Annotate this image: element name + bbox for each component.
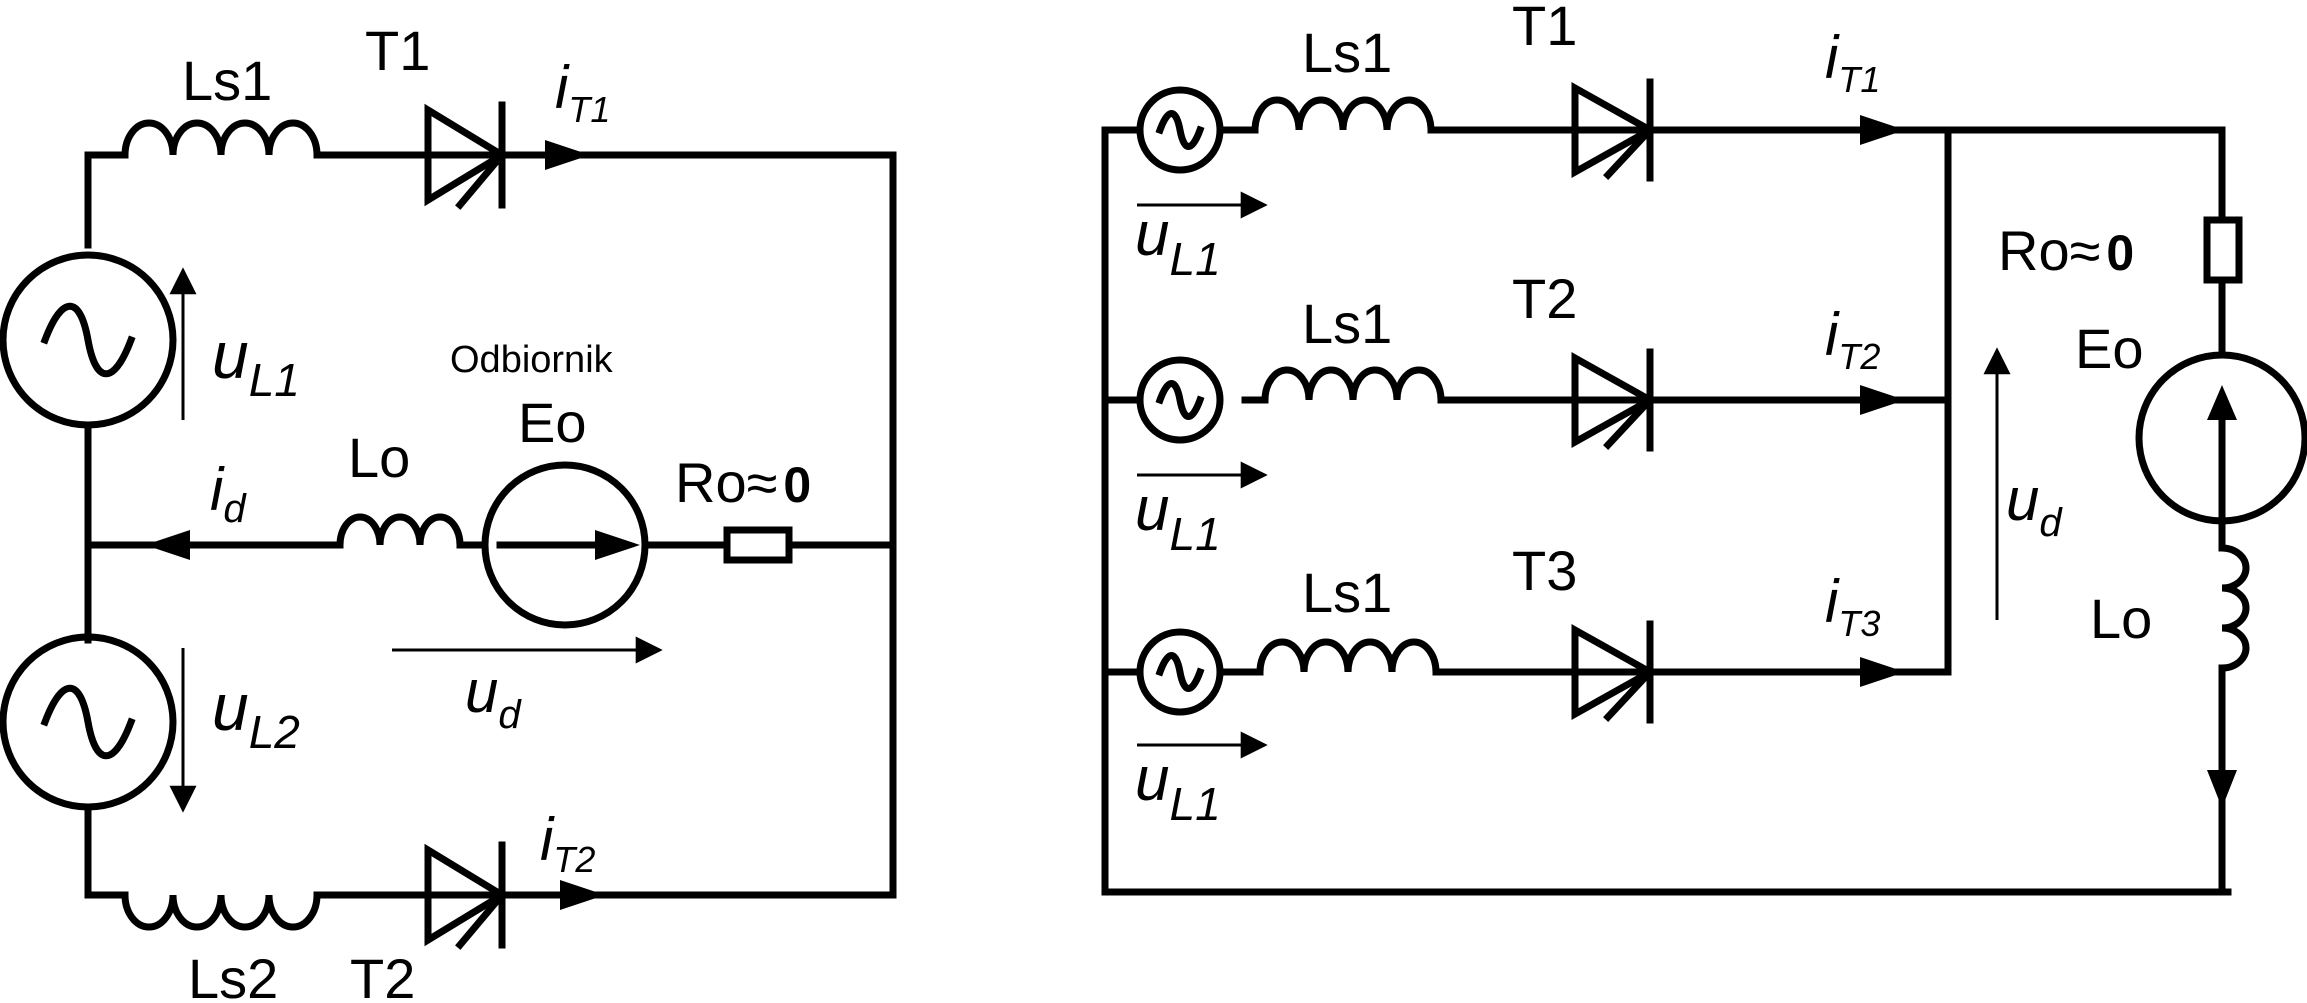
right-current-arrow-lo [2207, 770, 2237, 808]
left-label-id: id [210, 456, 247, 531]
right-circuit: Ls1 T1 iT1 uL1 Ls1 T2 iT2 uL1 Ls1 T3 iT3… [1101, 0, 2307, 896]
left-label-it1: iT1 [555, 54, 610, 130]
right-label-t-2: T2 [1512, 267, 1577, 330]
right-wire-load-top [1944, 126, 2226, 224]
right-label-lo: Lo [2090, 587, 2152, 650]
left-current-arrow-id [145, 530, 190, 560]
left-label-it2: iT2 [540, 806, 595, 880]
right-label-ud: ud [2006, 466, 2063, 545]
left-label-t2: T2 [350, 947, 415, 1003]
right-inductor-lo [2218, 544, 2250, 672]
left-label-ul1: uL1 [212, 318, 300, 406]
right-label-t-1: T1 [1512, 0, 1577, 57]
left-label-eo: Eo [518, 391, 587, 454]
right-label-ls-3: Ls1 [1302, 561, 1392, 624]
left-ac-source-ul1 [0, 251, 177, 429]
right-label-u-2: uL1 [1135, 475, 1221, 560]
right-current-arrow-1 [1860, 115, 1905, 145]
left-label-lo: Lo [348, 426, 410, 489]
left-source-eo [481, 461, 649, 629]
left-resistor-ro [723, 526, 793, 564]
right-wire-left-bus [1101, 126, 2232, 896]
left-wire-top-a [84, 151, 129, 249]
left-current-arrow-it1 [545, 140, 590, 170]
right-label-ls-2: Ls1 [1302, 292, 1392, 355]
right-thyristor-1 [1571, 78, 1658, 182]
right-resistor-ro [2203, 216, 2243, 284]
right-row-3 [1101, 620, 1952, 759]
right-current-arrow-2 [1860, 385, 1905, 415]
right-current-arrow-3 [1860, 657, 1905, 687]
left-label-ud: ud [465, 658, 522, 737]
right-ac-source-2 [1136, 356, 1224, 444]
right-label-i-3: iT3 [1825, 568, 1880, 644]
right-inductor-3 [1256, 638, 1440, 676]
right-label-u-1: uL1 [1135, 200, 1221, 285]
left-label-ls1: Ls1 [182, 49, 272, 112]
right-thyristor-3 [1571, 620, 1658, 724]
right-label-eo: Eo [2075, 317, 2144, 380]
left-thyristor-t1 [424, 101, 509, 210]
left-inductor-ls2 [121, 891, 321, 931]
left-circuit: Ls1 T1 iT1 uL1 uL2 id Lo Odbiornik Eo Ro… [0, 19, 897, 1003]
left-inductor-lo [336, 513, 464, 549]
left-thyristor-t2 [424, 841, 509, 950]
right-row-1 [1101, 78, 1952, 219]
right-source-eo [2135, 351, 2307, 529]
left-label-ro: Ro≈0 [675, 451, 811, 514]
right-label-ro: Ro≈0 [1998, 219, 2134, 282]
right-label-ls-1: Ls1 [1302, 21, 1392, 84]
right-label-i-1: iT1 [1825, 24, 1880, 100]
left-wire-top-c [606, 151, 897, 899]
left-inductor-ls1 [121, 119, 321, 159]
left-label-odbiornik: Odbiornik [450, 339, 614, 381]
left-label-t1: T1 [365, 19, 430, 82]
right-label-u-3: uL1 [1135, 745, 1221, 830]
left-current-arrow-it2 [560, 880, 605, 910]
left-ac-source-ul2 [0, 633, 177, 811]
left-wire-bottom-a [84, 803, 129, 899]
right-row-2 [1101, 348, 1952, 489]
right-label-i-2: iT2 [1825, 301, 1880, 377]
left-label-ls2: Ls2 [188, 947, 278, 1003]
left-label-ul2: uL2 [212, 670, 300, 758]
right-label-t-3: T3 [1512, 539, 1577, 602]
right-thyristor-2 [1571, 348, 1658, 452]
right-inductor-1 [1251, 96, 1435, 134]
right-inductor-2 [1261, 366, 1445, 404]
